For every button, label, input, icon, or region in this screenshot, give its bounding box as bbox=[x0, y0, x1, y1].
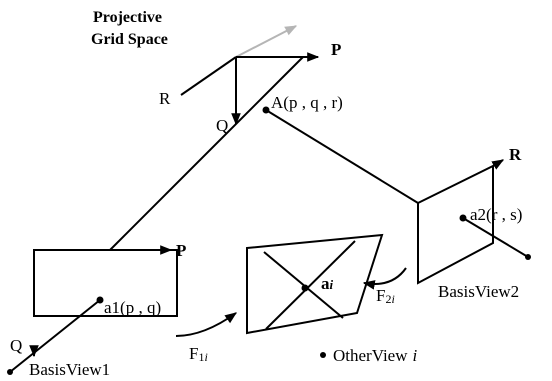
basisview2-r-arrow bbox=[491, 159, 505, 170]
basisview1-name: BasisView1 bbox=[29, 360, 110, 379]
basisview1-projection-line bbox=[9, 299, 101, 373]
basisview1-frame bbox=[33, 249, 178, 317]
otherview-frame bbox=[246, 233, 384, 335]
title-line2: Grid Space bbox=[91, 31, 168, 48]
ai-dot bbox=[301, 284, 309, 292]
f1-sub-index: i bbox=[204, 350, 207, 364]
ai-sub: i bbox=[330, 277, 334, 292]
f1-arrow bbox=[175, 312, 237, 337]
f1-sub-number: 1 bbox=[198, 350, 204, 364]
f2-sub-index: i bbox=[391, 292, 394, 306]
basisview2-center-dot bbox=[525, 254, 531, 260]
a1-dot bbox=[96, 296, 104, 304]
basisview2-name: BasisView2 bbox=[438, 282, 519, 301]
otherview-index: i bbox=[413, 346, 418, 365]
f2-label: F2i bbox=[376, 286, 395, 306]
basisview1-center-dot bbox=[7, 369, 13, 375]
f2-main: F bbox=[376, 286, 385, 305]
basisview1-p-label: P bbox=[176, 241, 186, 260]
basisview2-frame bbox=[417, 164, 494, 285]
point-a-dot bbox=[262, 106, 270, 114]
otherview-bullet bbox=[320, 352, 326, 358]
f1-main: F bbox=[189, 344, 198, 363]
f2-arrow bbox=[362, 267, 407, 290]
otherview-diagonal-2 bbox=[265, 240, 356, 330]
ray-to-basisview1 bbox=[109, 56, 304, 251]
grid-p-label: P bbox=[331, 40, 341, 59]
otherview-name: OtherView bbox=[333, 346, 408, 365]
f2-sub-number: 2 bbox=[385, 292, 391, 306]
otherview-label: OtherView i bbox=[333, 346, 418, 365]
title-line1: Projective bbox=[93, 9, 162, 26]
grid-r-label: R bbox=[159, 89, 171, 108]
basisview2-projection-line bbox=[462, 217, 529, 258]
ai-label: ai bbox=[321, 274, 334, 293]
a2-label: a2(r , s) bbox=[470, 205, 522, 224]
point-a-label: A(p , q , r) bbox=[271, 93, 343, 112]
grid-q-label: Q bbox=[216, 116, 228, 135]
ray-to-basisview2 bbox=[265, 109, 419, 204]
basisview1-q-label: Q bbox=[10, 336, 22, 355]
grid-diagonal-arrow bbox=[235, 25, 298, 58]
ai-main: a bbox=[321, 274, 330, 293]
f1-label: F1i bbox=[189, 344, 208, 364]
a1-label: a1(p , q) bbox=[104, 298, 161, 317]
basisview2-r-label: R bbox=[509, 145, 522, 164]
grid-r-axis bbox=[180, 56, 237, 96]
a2-dot bbox=[459, 214, 467, 222]
